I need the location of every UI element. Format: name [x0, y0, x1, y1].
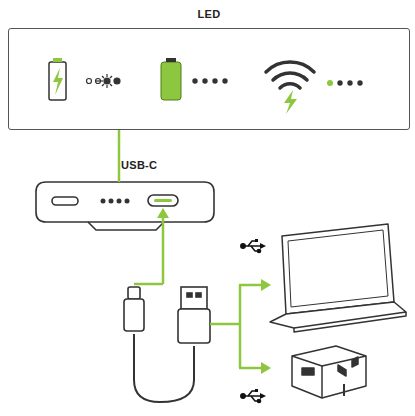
- led-indicator-dots: [101, 199, 130, 204]
- usb-cable: [181, 287, 207, 309]
- usb-cable: [196, 293, 201, 297]
- led-leader-line: [118, 130, 121, 182]
- wireless-charging-icon: [284, 90, 297, 114]
- power-bank-body: [88, 222, 164, 230]
- usb-symbol: [260, 243, 266, 249]
- wall-charger: [343, 384, 345, 396]
- button-press-icon: [110, 84, 112, 86]
- usb-symbol: [255, 239, 258, 242]
- wall-charger: [302, 368, 314, 375]
- usb-symbol: [248, 241, 256, 246]
- led-panel: LED: [8, 28, 410, 130]
- usb-cable: [124, 299, 144, 331]
- charging-battery-icon: [53, 58, 62, 62]
- usb-c-port: [148, 195, 178, 206]
- usb-symbol: [248, 391, 256, 396]
- laptop: [294, 312, 406, 332]
- usb-cable: [178, 309, 210, 343]
- usb-cable: [128, 287, 140, 299]
- button-press-icon: [106, 74, 107, 77]
- usb-symbol: [241, 394, 245, 398]
- charge-arrow: [134, 208, 169, 284]
- full-battery-icon: [161, 58, 228, 100]
- charging-battery-icon: [49, 62, 66, 100]
- usb-cable: [124, 287, 210, 402]
- branch-arrows: [239, 285, 242, 368]
- button-press-icon: [110, 76, 112, 78]
- usb-symbol: [260, 393, 266, 399]
- full-battery-icon: [222, 78, 227, 83]
- wireless-led-dots: [337, 80, 342, 85]
- button-press-icon: [100, 80, 103, 81]
- node-heading: USB-C: [121, 159, 157, 171]
- wireless-charging-icon: [266, 62, 314, 72]
- power-bank-body: [52, 197, 78, 205]
- power-bank-body: [36, 182, 214, 222]
- usb-symbol: [241, 244, 245, 248]
- button-press-icon: [106, 85, 107, 88]
- led-indicator-dots: [125, 199, 130, 204]
- branch-arrows: [210, 323, 240, 326]
- wireless-charging-icon: [280, 84, 300, 88]
- usb-cable: [134, 334, 194, 402]
- usb-symbol: [241, 239, 266, 253]
- wireless-led-dots: [347, 80, 352, 85]
- button-press-icon: [96, 80, 100, 81]
- laptop: [270, 302, 406, 328]
- node-heading: LED: [198, 8, 221, 20]
- wireless-charging-icon: [273, 73, 307, 80]
- led-indicator-dots: [109, 199, 114, 204]
- usb-symbol: [255, 389, 258, 392]
- button-press-icon: [87, 74, 121, 88]
- branch-arrows: [261, 362, 271, 374]
- power-bank-body: [36, 182, 214, 230]
- button-press-icon: [102, 84, 104, 86]
- button-press-icon: [102, 76, 104, 78]
- wireless-led-dots: [357, 80, 362, 85]
- laptop: [282, 224, 394, 314]
- full-battery-icon: [202, 78, 207, 83]
- charge-arrow: [134, 283, 163, 286]
- usb-c-port: [148, 195, 178, 206]
- wall-charger: [292, 356, 366, 366]
- button-press-icon: [114, 78, 120, 84]
- wall-charger: [292, 346, 366, 398]
- wireless-charging-icon: [266, 62, 314, 114]
- charging-battery-icon: [53, 68, 63, 95]
- usb-symbol: [257, 399, 260, 402]
- charge-arrow: [157, 208, 169, 218]
- charging-battery-icon: [49, 58, 66, 100]
- laptop: [270, 224, 406, 332]
- branch-arrows: [239, 367, 262, 370]
- button-press-icon: [87, 79, 92, 84]
- wireless-led-dots: [327, 80, 333, 86]
- wall-charger: [292, 346, 366, 398]
- usb-symbol: [257, 249, 260, 252]
- wall-charger: [338, 365, 346, 376]
- usb-c-port: [154, 199, 172, 202]
- led-indicator-dots: [117, 199, 122, 204]
- wireless-led-dots: [327, 80, 363, 86]
- led-indicator-dots: [101, 199, 106, 204]
- full-battery-icon: [166, 58, 176, 62]
- wall-charger: [321, 366, 323, 398]
- power-bank: USB-C: [36, 182, 214, 230]
- wall-charger: [352, 357, 358, 367]
- usb-symbol: [241, 389, 266, 403]
- branch-arrows: [210, 279, 271, 374]
- full-battery-icon: [161, 62, 181, 100]
- button-press-icon: [96, 79, 101, 84]
- branch-arrows: [261, 279, 271, 291]
- branch-arrows: [239, 284, 262, 287]
- button-press-icon: [104, 78, 110, 84]
- full-battery-icon: [212, 78, 217, 83]
- laptop: [288, 230, 388, 307]
- usb-cable: [187, 293, 192, 297]
- charge-arrow: [162, 216, 165, 284]
- full-battery-icon: [192, 78, 197, 83]
